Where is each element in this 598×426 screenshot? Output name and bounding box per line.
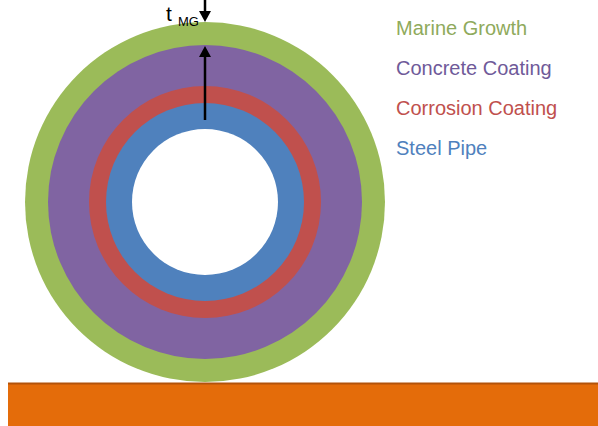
pipe-bore xyxy=(132,129,278,275)
steel-pipe-ring xyxy=(106,103,304,301)
thickness-arrow-down xyxy=(204,0,207,12)
corrosion-coating-ring xyxy=(89,86,321,318)
layer-label: Steel Pipe xyxy=(396,138,487,158)
seabed xyxy=(8,383,598,426)
seabed-line xyxy=(8,383,598,385)
layer-label: Marine Growth xyxy=(396,18,527,38)
dimension-subscript: MG xyxy=(178,15,199,28)
arrow-head xyxy=(199,11,211,22)
marine-growth-ring xyxy=(25,22,385,382)
layer-label: Concrete Coating xyxy=(396,58,552,78)
layer-label: Corrosion Coating xyxy=(396,98,557,118)
dimension-symbol: t xyxy=(166,3,172,24)
concrete-coating-ring xyxy=(48,45,362,359)
thickness-arrow-up xyxy=(204,56,207,120)
arrow-head xyxy=(199,46,211,57)
